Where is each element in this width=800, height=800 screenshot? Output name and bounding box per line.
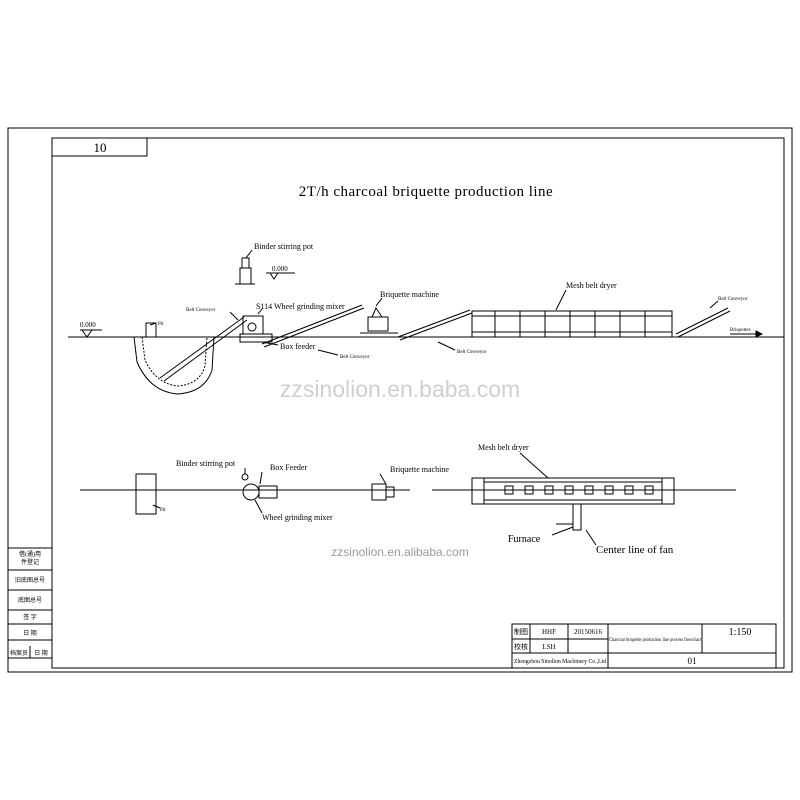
pit xyxy=(133,336,215,395)
drawing-title: 2T/h charcoal briquette production line xyxy=(299,184,553,200)
label-belt-conveyor-2: Belt Conveyor xyxy=(340,355,370,360)
pot-level-symbol xyxy=(269,272,279,280)
leader-belt-4 xyxy=(709,300,719,309)
leader-pit xyxy=(149,322,157,326)
tb-company: Zhengzhou Sinolion Machinery Co.,Ltd xyxy=(514,659,606,665)
leader-dryer xyxy=(555,289,567,311)
ground-level-symbol xyxy=(81,329,93,338)
belt-conveyor-2b xyxy=(263,307,365,348)
plan-briquette-machine-side xyxy=(385,486,395,498)
label-box-feeder: Box feeder xyxy=(280,342,316,351)
label-pit: Pit xyxy=(158,322,164,327)
side-table-cell-4: 底图总号 xyxy=(18,596,42,604)
label-wheel-grinding-mixer: S114 Wheel grinding mixer xyxy=(256,302,345,311)
plan-label-furnace: Furnace xyxy=(508,534,541,545)
tb-row2-role: 校核 xyxy=(514,642,528,651)
left-side-table xyxy=(8,547,52,659)
watermark-small: zzsinolion.en.alibaba.com xyxy=(331,545,468,559)
side-table-cell-5: 签 字 xyxy=(23,613,37,621)
label-belt-conveyor-4: Belt Conveyor xyxy=(718,297,748,302)
tb-row1-role: 制图 xyxy=(514,627,528,636)
sheet-inner-frame xyxy=(51,137,785,669)
side-table-cell-7: 档案员 xyxy=(10,649,28,657)
briquette-machine xyxy=(367,316,389,332)
briquettes-arrowhead xyxy=(755,330,764,338)
plan-furnace xyxy=(572,503,582,531)
plan-view xyxy=(80,452,736,546)
tb-row1-date: 20150616 xyxy=(574,628,603,636)
plan-label-pit: Pit xyxy=(160,508,166,513)
title-block xyxy=(511,623,777,669)
mesh-belt-dryer xyxy=(471,310,673,338)
leader-plan-dryer xyxy=(519,452,549,479)
label-briquette-machine: Briquette machine xyxy=(380,290,439,299)
leader-belt-2 xyxy=(317,349,339,356)
plan-label-box-feeder: Box Feeder xyxy=(270,463,307,472)
tb-drawing-title: Charcoal briquette production line proce… xyxy=(609,636,701,643)
belt-conveyor-2 xyxy=(261,304,363,345)
leader-plan-box-feeder xyxy=(259,471,263,485)
plan-pit xyxy=(135,473,157,515)
plan-dryer-fans xyxy=(504,485,654,495)
belt-conveyor-1 xyxy=(159,316,245,379)
label-level-pot: 0.000 xyxy=(272,265,288,273)
leader-binder-pot xyxy=(245,249,253,259)
plan-wheel-grinding-mixer xyxy=(242,483,260,501)
pit-wall xyxy=(145,322,157,338)
belt-conveyor-1b xyxy=(163,319,248,382)
mixer-wheel xyxy=(247,322,257,332)
label-level-ground: 0.000 xyxy=(80,321,96,329)
leader-plan-mixer xyxy=(254,499,263,514)
sheet-outer-frame xyxy=(7,127,793,673)
belt-conveyor-3b xyxy=(399,312,473,341)
label-briquettes: Briquettes xyxy=(730,328,751,333)
leader-belt-1 xyxy=(229,311,239,321)
plan-label-briquette-machine: Briquette machine xyxy=(390,465,449,474)
watermark-main: zzsinolion.en.baba.com xyxy=(280,376,520,402)
belt-conveyor-4 xyxy=(675,307,729,335)
leader-briquette xyxy=(375,297,383,307)
drawing-number: 10 xyxy=(94,140,107,155)
label-belt-conveyor-3: Belt Conveyor xyxy=(457,350,487,355)
label-belt-conveyor-1: Belt Conveyor xyxy=(186,308,216,313)
tb-scale: 1:150 xyxy=(729,627,752,638)
leader-plan-briquette xyxy=(379,473,387,485)
plan-binder-stirring-pot xyxy=(241,473,249,481)
plan-briquette-machine xyxy=(371,483,387,501)
leader-mixer xyxy=(257,308,263,315)
tb-row1-name: HHF xyxy=(542,628,556,636)
belt-conveyor-3 xyxy=(397,309,471,338)
belt-conveyor-4b xyxy=(677,310,731,338)
plan-label-wheel-grinding-mixer: Wheel grinding mixer xyxy=(262,513,333,522)
binder-stirring-pot xyxy=(239,267,252,285)
leader-plan-pit xyxy=(152,504,161,509)
plan-label-binder-stirring-pot: Binder stirring pot xyxy=(176,459,236,468)
side-table-cell-3: 旧底图总号 xyxy=(15,576,45,584)
tb-row2-name: LSH xyxy=(542,643,555,651)
side-table-cell-6: 日 期 xyxy=(23,629,37,637)
binder-stirring-pot-motor xyxy=(241,257,250,269)
box-feeder xyxy=(239,333,273,343)
label-mesh-belt-dryer: Mesh belt dryer xyxy=(566,281,617,290)
side-table-cell-2: 件登记 xyxy=(21,558,39,566)
side-table-cell-1: 借(通)用 xyxy=(19,550,41,558)
leader-furnace xyxy=(551,526,574,536)
plan-box-feeder xyxy=(258,485,278,499)
plan-label-mesh-belt-dryer: Mesh belt dryer xyxy=(478,443,529,452)
elevation-view xyxy=(68,249,784,395)
briquette-machine-hopper xyxy=(371,306,383,318)
leader-belt-3 xyxy=(437,341,456,351)
label-binder-stirring-pot: Binder stirring pot xyxy=(254,242,314,251)
tb-sheet-no: 01 xyxy=(688,656,697,666)
leader-center-fan xyxy=(585,529,597,546)
leader-box-feeder xyxy=(261,341,279,346)
drawing-number-box xyxy=(51,137,148,157)
side-table-cell-8: 日 期 xyxy=(34,649,48,657)
plan-label-center-line-of-fan: Center line of fan xyxy=(596,544,674,556)
pit-inner xyxy=(141,336,208,387)
